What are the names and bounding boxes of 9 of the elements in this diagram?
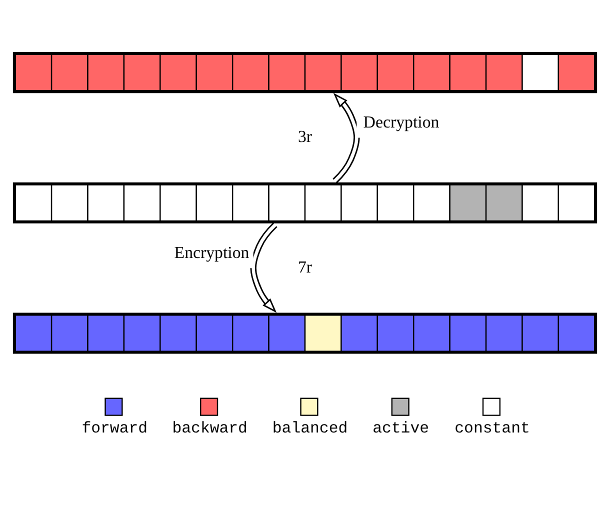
legend-label: active — [372, 419, 430, 438]
label: 7r — [298, 257, 312, 276]
legend-label: constant — [454, 419, 530, 438]
edge-label: Encryption — [174, 242, 250, 262]
legend-label: backward — [172, 419, 248, 438]
edge-label: Decryption — [363, 112, 440, 132]
label: 3r — [298, 126, 312, 146]
legend-label: forward — [82, 419, 148, 438]
legend-label: balanced — [272, 419, 348, 438]
